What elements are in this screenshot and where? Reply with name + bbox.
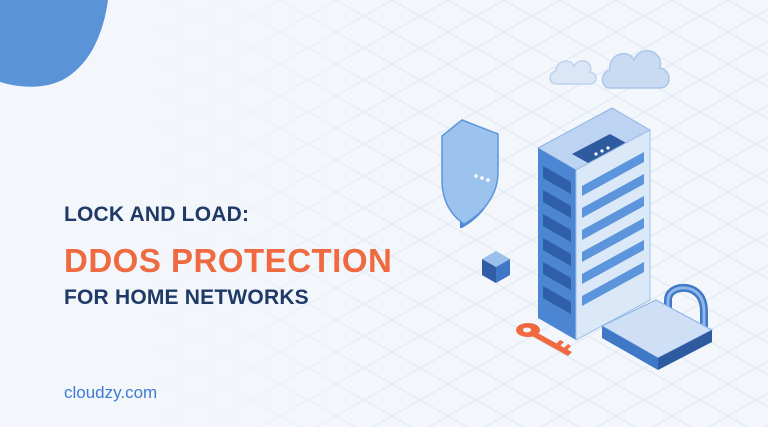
cloud-icon xyxy=(601,50,670,89)
brand-domain: cloudzy.com xyxy=(64,383,158,402)
server-rack-icon xyxy=(536,107,652,341)
headline-line-1: LOCK AND LOAD: xyxy=(64,203,250,226)
key-icon xyxy=(516,323,572,356)
padlock-icon xyxy=(600,283,714,370)
headline-line-2: DDOS PROTECTION xyxy=(64,242,393,279)
shield-icon xyxy=(441,119,499,228)
corner-decoration xyxy=(0,0,108,87)
cube-icon xyxy=(482,251,510,283)
cloud-icon xyxy=(549,60,597,85)
headline-line-3: FOR HOME NETWORKS xyxy=(64,286,309,309)
security-illustration xyxy=(441,50,714,370)
